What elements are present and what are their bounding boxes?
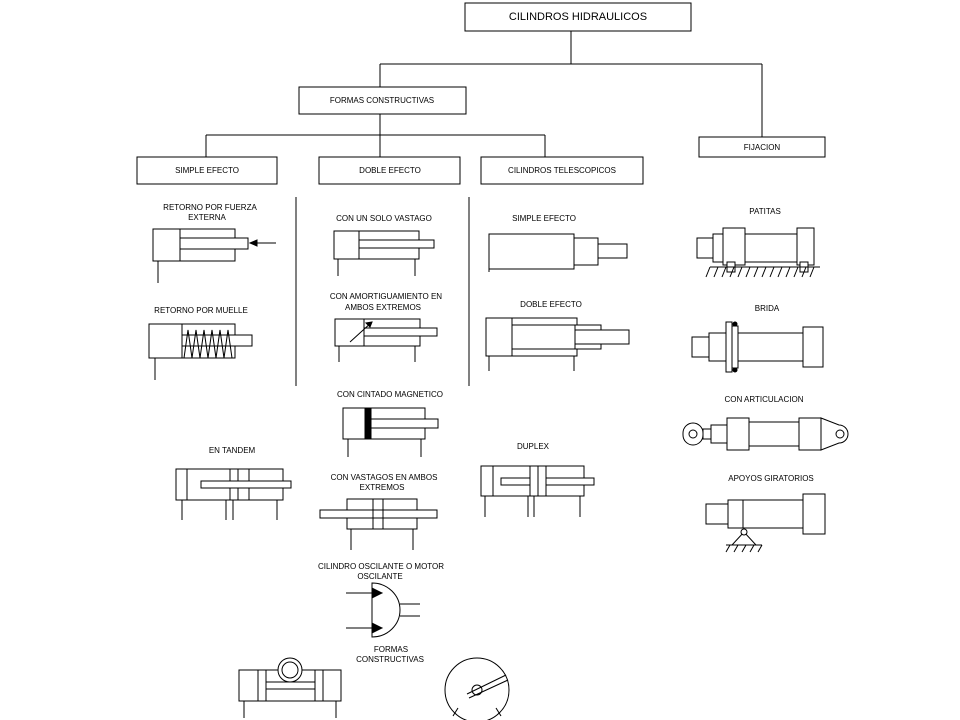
telescopicos-label: CILINDROS TELESCOPICOS	[508, 166, 616, 175]
patitas-symbol	[696, 227, 820, 278]
oscilante-symbol	[346, 582, 420, 638]
tree-connectors	[205, 31, 763, 157]
tandem-symbol	[175, 468, 292, 520]
doble-efecto-node: DOBLE EFECTO	[318, 156, 461, 185]
fijacion-node: FIJACION	[698, 136, 826, 158]
patitas-label: PATITAS	[749, 207, 781, 216]
cintado-magnetico-symbol	[342, 407, 439, 457]
vastagos-ambos-line2: EXTREMOS	[360, 483, 405, 492]
oscilante-line2: OSCILANTE	[357, 572, 402, 581]
retorno-fuerza-symbol	[152, 228, 276, 283]
un-solo-vastago-label: CON UN SOLO VASTAGO	[336, 214, 432, 223]
retorno-fuerza-line2: EXTERNA	[188, 213, 226, 222]
rack-pinion-symbol	[238, 657, 342, 718]
un-solo-vastago-symbol	[333, 230, 435, 276]
simple-efecto-node: SIMPLE EFECTO	[136, 156, 278, 185]
duplex-label: DUPLEX	[517, 442, 550, 451]
vastagos-ambos-symbol	[319, 498, 438, 550]
telescopicos-node: CILINDROS TELESCOPICOS	[480, 156, 644, 185]
amortiguamiento-line2: AMBOS EXTREMOS	[345, 303, 421, 312]
duplex-symbol	[480, 465, 595, 517]
articulacion-symbol	[682, 417, 849, 451]
root-node: CILINDROS HIDRAULICOS	[464, 2, 692, 32]
vane-motor-symbol	[444, 657, 510, 720]
brida-label: BRIDA	[755, 304, 780, 313]
amortiguamiento-line1: CON AMORTIGUAMIENTO EN	[330, 292, 442, 301]
oscilante-line1: CILINDRO OSCILANTE O MOTOR	[318, 562, 444, 571]
tandem-label: EN TANDEM	[209, 446, 256, 455]
tele-doble-symbol	[485, 317, 630, 371]
retorno-muelle-symbol	[148, 323, 253, 380]
retorno-fuerza-line1: RETORNO POR FUERZA	[163, 203, 257, 212]
doble-efecto-label: DOBLE EFECTO	[359, 166, 421, 175]
root-title: CILINDROS HIDRAULICOS	[509, 11, 647, 23]
apoyos-symbol	[705, 493, 826, 553]
fijacion-label: FIJACION	[744, 143, 781, 152]
cintado-magnetico-label: CON CINTADO MAGNETICO	[337, 390, 443, 399]
formas-constructivas-line1: FORMAS	[374, 645, 408, 654]
retorno-muelle-label: RETORNO POR MUELLE	[154, 306, 248, 315]
articulacion-label: CON ARTICULACION	[725, 395, 804, 404]
vastagos-ambos-line1: CON VASTAGOS EN AMBOS	[331, 473, 438, 482]
simple-efecto-label: SIMPLE EFECTO	[175, 166, 239, 175]
tele-doble-label: DOBLE EFECTO	[520, 300, 582, 309]
amortiguamiento-symbol	[334, 318, 438, 362]
formas-node: FORMAS CONSTRUCTIVAS	[298, 86, 467, 115]
tele-simple-label: SIMPLE EFECTO	[512, 214, 576, 223]
apoyos-label: APOYOS GIRATORIOS	[728, 474, 814, 483]
formas-label: FORMAS CONSTRUCTIVAS	[330, 96, 434, 105]
brida-symbol	[691, 321, 824, 373]
formas-constructivas-line2: CONSTRUCTIVAS	[356, 655, 424, 664]
tele-simple-symbol	[488, 233, 628, 272]
